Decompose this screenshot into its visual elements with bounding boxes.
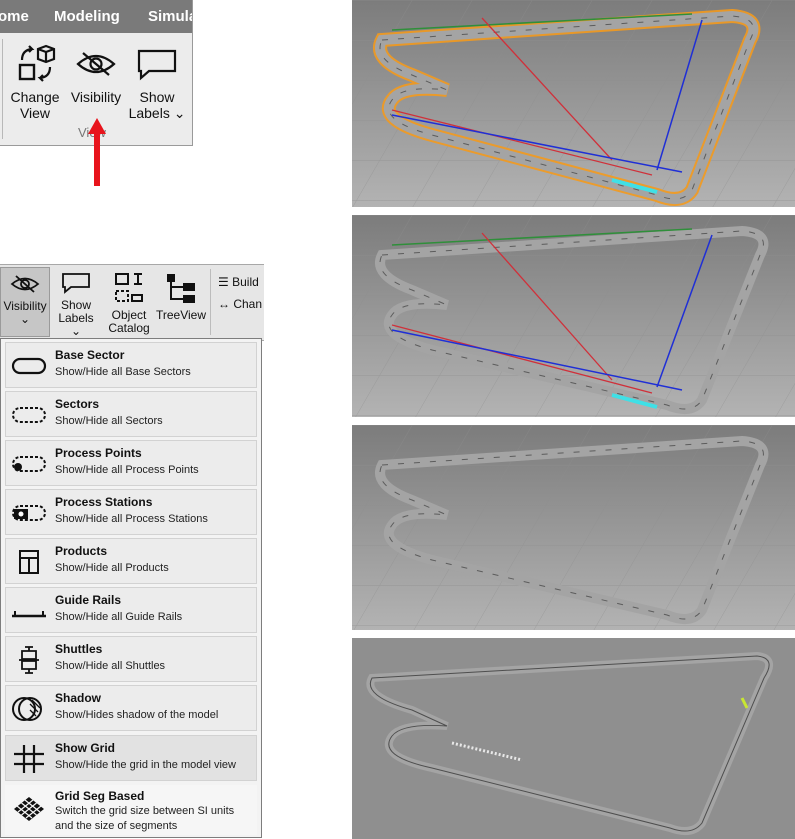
model-canvas: [352, 0, 795, 207]
sectors-icon: [12, 407, 46, 423]
build-icon: ☰: [218, 275, 229, 289]
speech-bubble-icon: [62, 273, 90, 294]
change-label: Chan: [233, 297, 263, 311]
menu-item-grid-seg-based[interactable]: Grid Seg Based Switch the grid size betw…: [5, 785, 257, 835]
grid-icon: [14, 745, 44, 773]
ribbon-tab-bar: ome Modeling Simula: [0, 0, 192, 33]
show-labels-button[interactable]: Show Labels ⌄: [52, 267, 100, 338]
show-labels-label-2: Labels ⌄: [128, 105, 186, 121]
show-labels-label-1: Show: [60, 298, 92, 312]
menu-item-desc: Show/Hide the grid in the model view: [55, 759, 236, 771]
show-labels-label-2: Labels ⌄: [58, 311, 94, 338]
tab-modeling[interactable]: Modeling: [54, 8, 120, 25]
visibility-button[interactable]: Visibility: [66, 43, 126, 105]
object-catalog-label-1: Object: [111, 308, 147, 322]
object-catalog-icon: [115, 273, 143, 302]
object-catalog-label-2: Catalog: [108, 321, 150, 335]
tab-home[interactable]: ome: [0, 8, 29, 25]
swap-arrows-icon: ↔: [218, 297, 230, 311]
menu-item-base-sector[interactable]: Base Sector Show/Hide all Base Sectors: [5, 342, 257, 388]
menu-item-desc: Show/Hide all Process Stations: [55, 513, 208, 525]
menu-item-desc: Show/Hide all Guide Rails: [55, 611, 183, 623]
menu-item-title: Guide Rails: [55, 593, 122, 607]
model-canvas: [352, 425, 795, 630]
menu-item-show-grid[interactable]: Show Grid Show/Hide the grid in the mode…: [5, 735, 257, 781]
model-view-3[interactable]: [352, 425, 795, 630]
model-view-2[interactable]: [352, 215, 795, 417]
ribbon-bottom: Visibility ⌄ Show Labels ⌄ Object Catalo…: [0, 264, 264, 341]
menu-item-sectors[interactable]: Sectors Show/Hide all Sectors: [5, 391, 257, 437]
menu-item-title: Process Points: [55, 446, 142, 460]
menu-item-guide-rails[interactable]: Guide Rails Show/Hide all Guide Rails: [5, 587, 257, 633]
change-view-icon: [18, 44, 56, 82]
visibility-eye-icon: [76, 52, 116, 76]
change-view-button[interactable]: Change View: [6, 43, 64, 121]
show-labels-button[interactable]: Show Labels ⌄: [128, 43, 186, 121]
visibility-eye-icon: [10, 275, 40, 293]
treeview-label: TreeView: [155, 308, 207, 322]
menu-item-products[interactable]: Products Show/Hide all Products: [5, 538, 257, 584]
menu-item-title: Sectors: [55, 397, 100, 411]
model-canvas: [352, 215, 795, 417]
menu-item-desc-2: and the size of segments: [55, 820, 178, 832]
menu-item-desc: Show/Hide all Products: [55, 562, 169, 574]
process-points-icon: [12, 456, 46, 472]
tree-icon: [167, 274, 195, 303]
menu-item-desc: Show/Hide all Shuttles: [55, 660, 166, 672]
menu-item-desc: Show/Hides shadow of the model: [55, 709, 219, 721]
tab-simulation[interactable]: Simula: [148, 8, 193, 25]
menu-item-title: Products: [55, 544, 108, 558]
model-view-1[interactable]: [352, 0, 795, 207]
change-view-label-1: Change: [10, 89, 60, 105]
visibility-label: Visibility: [70, 89, 122, 105]
red-arrow-indicator: [88, 118, 106, 186]
menu-item-title: Grid Seg Based: [55, 789, 145, 803]
shadow-icon: [12, 697, 42, 721]
grid-seg-icon: [14, 797, 44, 821]
change-view-label-2: View: [19, 105, 51, 121]
visibility-dropdown-button[interactable]: Visibility ⌄: [0, 267, 50, 337]
build-label: Build: [232, 275, 259, 289]
show-labels-label-1: Show: [139, 89, 175, 105]
menu-item-shadow[interactable]: Shadow Show/Hides shadow of the model: [5, 685, 257, 731]
model-view-4[interactable]: [352, 638, 795, 839]
shuttles-icon: [19, 646, 39, 674]
products-icon: [19, 550, 39, 574]
menu-item-title: Base Sector: [55, 348, 125, 362]
change-button[interactable]: ↔ Chan: [218, 297, 262, 311]
guide-rails-icon: [12, 611, 46, 618]
ribbon-separator: [210, 269, 211, 335]
visibility-menu: Base Sector Show/Hide all Base Sectors S…: [0, 338, 262, 838]
menu-item-title: Process Stations: [55, 495, 153, 509]
speech-bubble-icon: [137, 49, 177, 81]
menu-item-shuttles[interactable]: Shuttles Show/Hide all Shuttles: [5, 636, 257, 682]
model-canvas: [352, 638, 795, 839]
menu-item-title: Shuttles: [55, 642, 103, 656]
menu-item-desc: Switch the grid size between SI units: [55, 805, 235, 817]
dropdown-caret: ⌄: [19, 312, 31, 326]
ribbon-separator: [2, 39, 3, 139]
visibility-label: Visibility: [3, 299, 47, 313]
process-stations-icon: [12, 505, 46, 521]
menu-item-process-stations[interactable]: Process Stations Show/Hide all Process S…: [5, 489, 257, 535]
menu-item-title: Shadow: [55, 691, 102, 705]
menu-item-desc: Show/Hide all Sectors: [55, 415, 163, 427]
base-sector-icon: [11, 357, 47, 375]
menu-item-desc: Show/Hide all Base Sectors: [55, 366, 191, 378]
menu-item-process-points[interactable]: Process Points Show/Hide all Process Poi…: [5, 440, 257, 486]
menu-item-desc: Show/Hide all Process Points: [55, 464, 199, 476]
menu-item-title: Show Grid: [55, 741, 115, 755]
treeview-button[interactable]: TreeView: [154, 267, 208, 337]
object-catalog-button[interactable]: Object Catalog: [104, 267, 154, 337]
build-button[interactable]: ☰ Build: [218, 275, 259, 289]
